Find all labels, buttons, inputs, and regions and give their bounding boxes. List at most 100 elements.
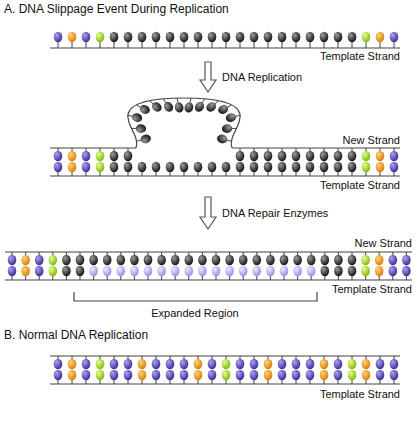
base-bead xyxy=(138,162,147,172)
base-tick xyxy=(296,172,297,176)
base-tick xyxy=(268,42,269,48)
base-bead xyxy=(212,255,221,265)
base-tick xyxy=(284,276,285,280)
base-bead xyxy=(250,359,259,369)
base-bead xyxy=(390,32,399,42)
base-tick xyxy=(352,380,353,384)
base-bead xyxy=(110,162,119,172)
base-tick xyxy=(114,172,115,176)
base-bead xyxy=(82,151,91,161)
base-bead xyxy=(198,255,207,265)
base-tick xyxy=(365,276,366,280)
base-bead xyxy=(362,162,371,172)
base-bead xyxy=(334,359,343,369)
base-tick xyxy=(148,276,149,280)
base-bead xyxy=(348,32,357,42)
base-tick xyxy=(380,172,381,176)
base-bead xyxy=(293,266,302,276)
backbone xyxy=(50,383,400,384)
base-tick xyxy=(184,356,185,359)
base-tick xyxy=(380,148,381,151)
base-tick xyxy=(324,42,325,48)
base-tick xyxy=(215,101,218,104)
strand-label: Template Strand xyxy=(320,50,400,63)
base-tick xyxy=(366,148,367,151)
base-tick xyxy=(254,380,255,384)
base-bead xyxy=(402,255,411,265)
base-bead xyxy=(68,151,77,161)
base-tick xyxy=(226,380,227,384)
base-bead xyxy=(216,134,228,145)
base-tick xyxy=(175,276,176,280)
base-tick xyxy=(100,42,101,48)
base-tick xyxy=(156,380,157,384)
base-bead xyxy=(236,162,245,172)
base-tick xyxy=(120,252,121,255)
base-tick xyxy=(380,42,381,48)
base-bead xyxy=(208,32,217,42)
base-bead xyxy=(264,32,273,42)
base-bead xyxy=(320,162,329,172)
base-bead xyxy=(250,162,259,172)
base-tick xyxy=(324,380,325,384)
base-bead xyxy=(8,255,17,265)
base-tick xyxy=(58,172,59,176)
base-bead xyxy=(320,370,329,380)
base-bead xyxy=(222,32,231,42)
base-bead xyxy=(138,103,151,115)
base-tick xyxy=(392,276,393,280)
base-tick xyxy=(136,105,140,107)
base-bead xyxy=(362,32,371,42)
base-bead xyxy=(138,32,147,42)
base-tick xyxy=(189,98,191,102)
base-bead xyxy=(239,255,248,265)
base-tick xyxy=(254,148,255,151)
base-tick xyxy=(394,42,395,48)
base-bead xyxy=(21,266,30,276)
base-bead xyxy=(96,151,105,161)
base-tick xyxy=(137,140,141,141)
base-tick xyxy=(128,172,129,176)
base-bead xyxy=(82,359,91,369)
base-tick xyxy=(268,380,269,384)
base-bead xyxy=(49,266,58,276)
base-tick xyxy=(284,252,285,255)
base-tick xyxy=(156,42,157,48)
base-tick xyxy=(268,148,269,151)
process-arrow xyxy=(200,62,216,92)
base-tick xyxy=(107,252,108,255)
base-bead xyxy=(194,370,203,380)
base-tick xyxy=(232,128,236,129)
base-bead xyxy=(222,370,231,380)
section-heading: B. Normal DNA Replication xyxy=(4,328,148,343)
base-tick xyxy=(227,140,231,141)
base-bead xyxy=(306,151,315,161)
base-tick xyxy=(366,172,367,176)
base-tick xyxy=(394,172,395,176)
base-tick xyxy=(282,148,283,151)
base-tick xyxy=(198,380,199,384)
base-tick xyxy=(170,356,171,359)
base-bead xyxy=(239,266,248,276)
base-bead xyxy=(292,32,301,42)
base-bead xyxy=(68,359,77,369)
base-tick xyxy=(93,252,94,255)
base-tick xyxy=(406,276,407,280)
base-tick xyxy=(52,252,53,255)
base-bead xyxy=(278,151,287,161)
base-bead xyxy=(252,266,261,276)
base-tick xyxy=(177,98,179,102)
base-tick xyxy=(93,276,94,280)
base-tick xyxy=(406,252,407,255)
base-tick xyxy=(212,380,213,384)
base-bead xyxy=(334,255,343,265)
base-bead xyxy=(266,255,275,265)
base-bead xyxy=(321,255,330,265)
base-tick xyxy=(86,356,87,359)
base-bead xyxy=(306,370,315,380)
base-bead xyxy=(124,359,133,369)
base-tick xyxy=(66,276,67,280)
base-tick xyxy=(188,276,189,280)
base-bead xyxy=(193,100,206,113)
base-tick xyxy=(256,276,257,280)
